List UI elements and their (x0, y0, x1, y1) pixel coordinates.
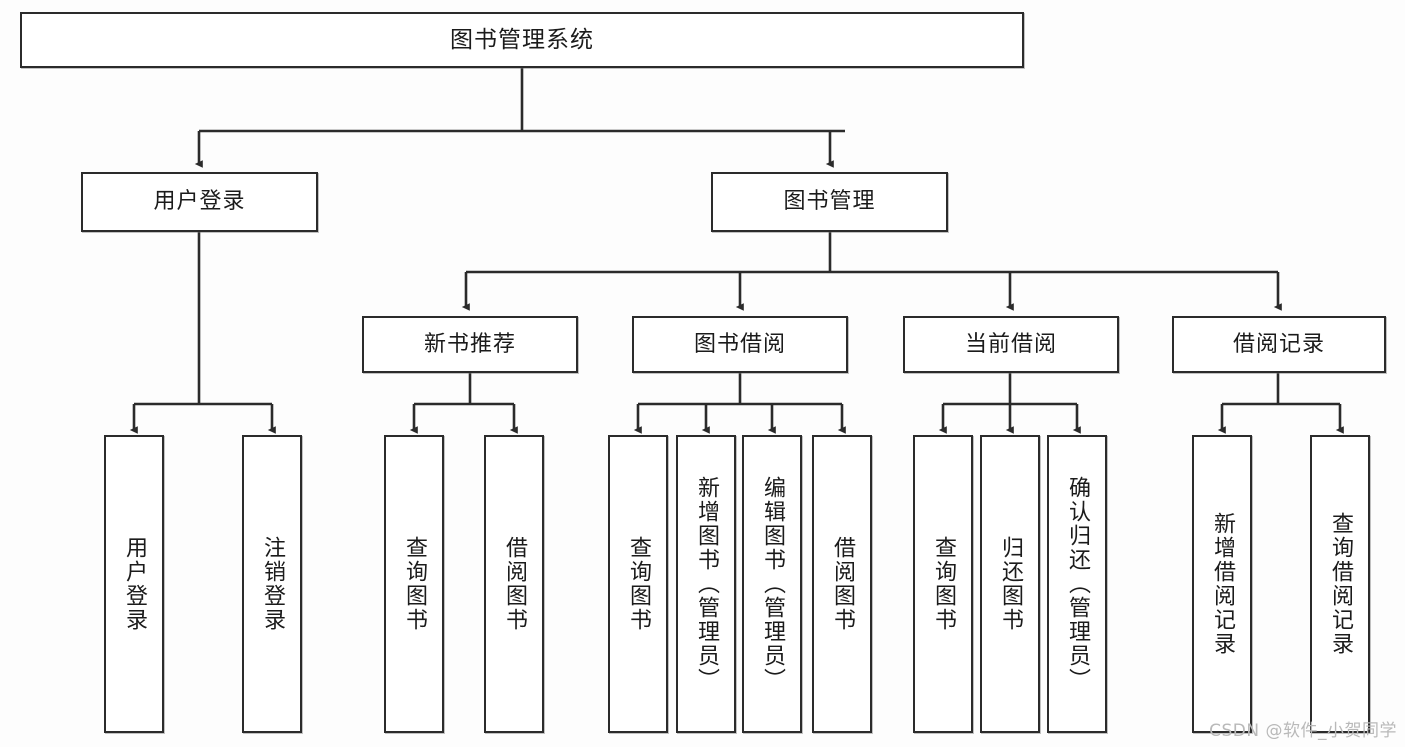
node-leaf-add-borrow-record[interactable]: 新增借阅记录 (1192, 435, 1252, 733)
node-borrow-record[interactable]: 借阅记录 (1172, 316, 1386, 373)
node-leaf-edit-book-admin[interactable]: 编辑图书（管理员） (742, 435, 802, 733)
node-label: 用户登录 (153, 189, 246, 214)
node-label: 查询图书 (401, 536, 427, 632)
node-new-book-recommendation[interactable]: 新书推荐 (362, 316, 578, 373)
node-leaf-query-book-borrow[interactable]: 查询图书 (608, 435, 668, 733)
node-leaf-return-book[interactable]: 归还图书 (980, 435, 1040, 733)
node-leaf-logout[interactable]: 注销登录 (242, 435, 302, 733)
node-label: 借阅图书 (829, 536, 855, 632)
node-label: 借阅图书 (501, 536, 527, 632)
node-label: 当前借阅 (964, 331, 1057, 357)
node-leaf-query-book-recommend[interactable]: 查询图书 (384, 435, 444, 733)
node-label: 查询借阅记录 (1327, 512, 1353, 656)
node-book-management[interactable]: 图书管理 (711, 172, 948, 232)
node-label: 查询图书 (625, 536, 651, 632)
node-label: 借阅记录 (1232, 331, 1325, 357)
node-label: 注销登录 (259, 536, 285, 632)
node-label: 新增借阅记录 (1209, 512, 1235, 656)
node-label: 确认归还（管理员） (1064, 476, 1090, 692)
node-current-borrow[interactable]: 当前借阅 (903, 316, 1119, 373)
node-root-book-management-system[interactable]: 图书管理系统 (20, 12, 1024, 68)
watermark-text: CSDN @软件_小贺同学 (1209, 721, 1397, 741)
node-label: 新增图书（管理员） (693, 476, 719, 692)
node-label: 图书借阅 (693, 331, 786, 357)
node-label: 用户登录 (121, 536, 147, 632)
node-label: 新书推荐 (423, 331, 516, 357)
node-leaf-borrow-book[interactable]: 借阅图书 (812, 435, 872, 733)
node-leaf-query-borrow-record[interactable]: 查询借阅记录 (1310, 435, 1370, 733)
node-leaf-user-login[interactable]: 用户登录 (104, 435, 164, 733)
node-label: 图书管理 (783, 189, 876, 214)
node-leaf-borrow-book-recommend[interactable]: 借阅图书 (484, 435, 544, 733)
node-leaf-add-book-admin[interactable]: 新增图书（管理员） (676, 435, 736, 733)
node-leaf-confirm-return-admin[interactable]: 确认归还（管理员） (1047, 435, 1107, 733)
node-label: 编辑图书（管理员） (759, 476, 785, 692)
node-label: 归还图书 (997, 536, 1023, 632)
node-label: 查询图书 (930, 536, 956, 632)
node-book-borrow[interactable]: 图书借阅 (632, 316, 848, 373)
node-leaf-query-book-current[interactable]: 查询图书 (913, 435, 973, 733)
node-user-login[interactable]: 用户登录 (81, 172, 318, 232)
node-label: 图书管理系统 (450, 26, 594, 53)
